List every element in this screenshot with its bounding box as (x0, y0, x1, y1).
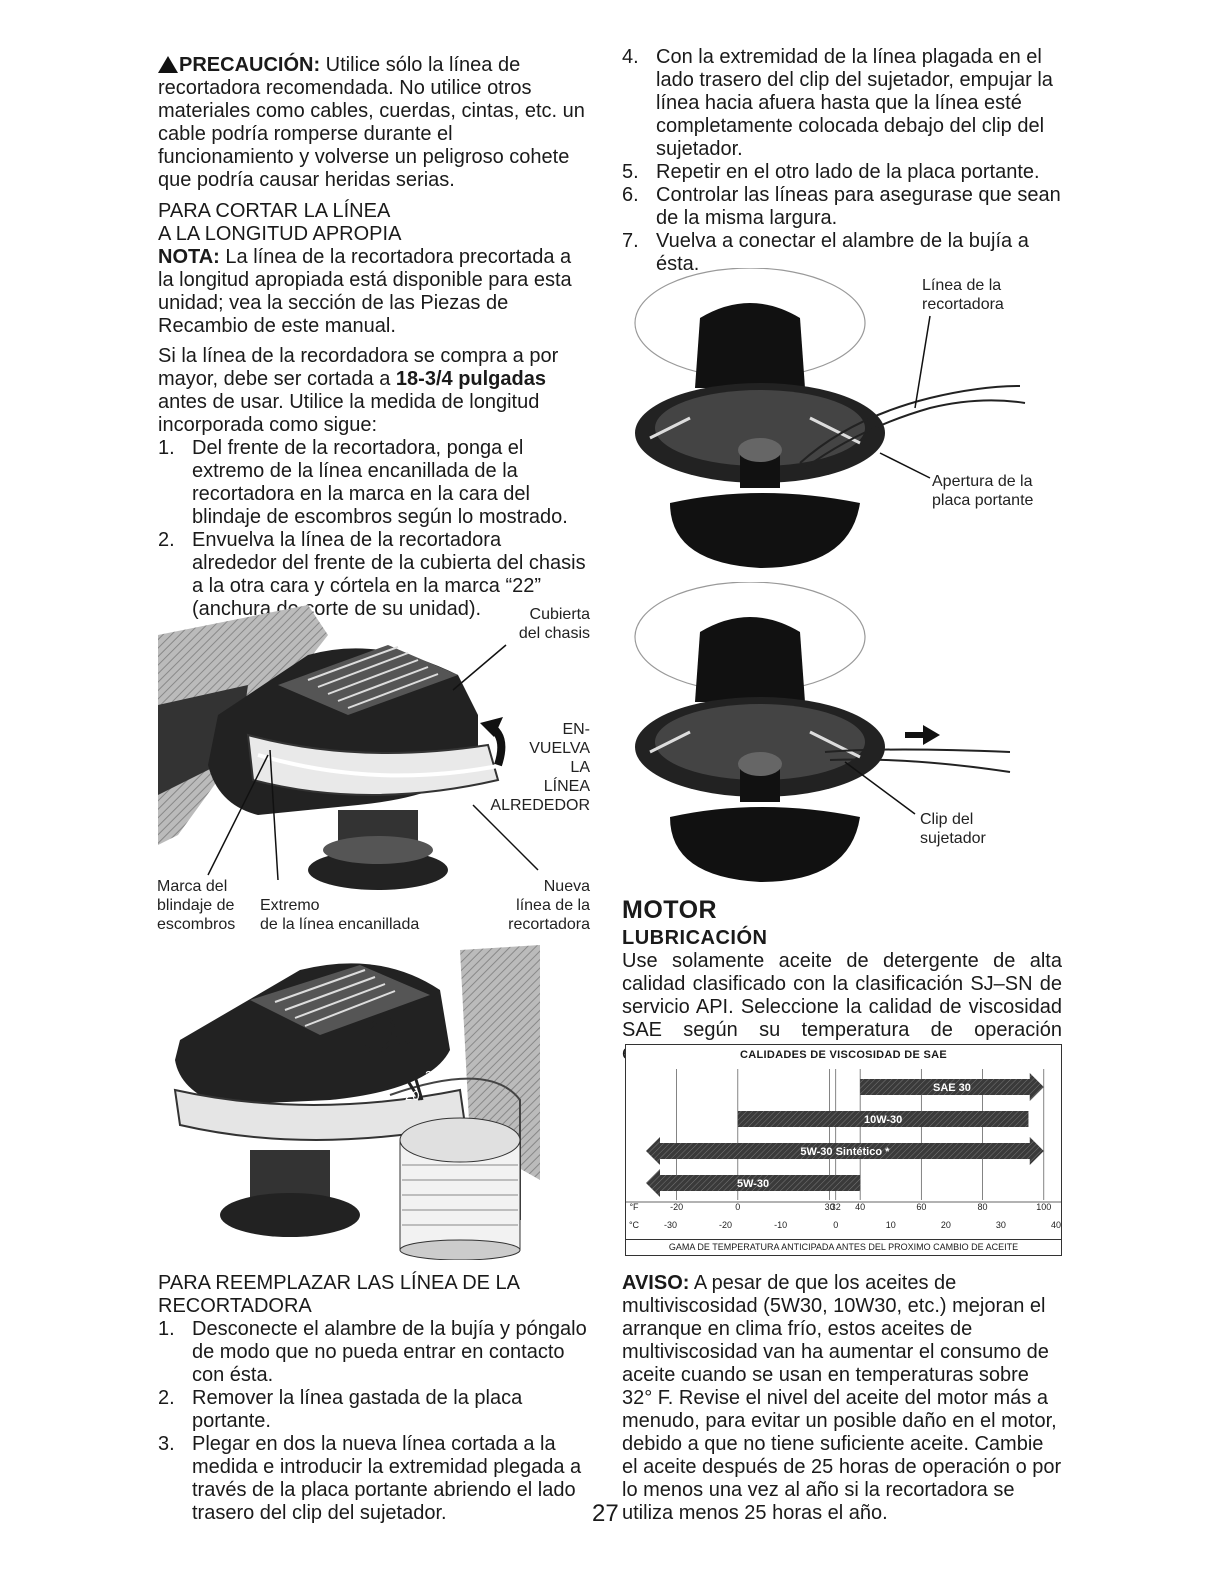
right-column-top: 4.Con la extremidad de la línea plagada … (622, 46, 1062, 276)
aviso-section: AVISO: A pesar de que los aceites de mul… (622, 1272, 1062, 1525)
mark-22: 22 (425, 1068, 439, 1083)
cut-heading-1: PARA CORTAR LA LÍNEA (158, 200, 391, 222)
label-linea-recortadora: Línea de la recortadora (922, 277, 1004, 313)
note-label: NOTA: (158, 246, 220, 268)
tick-f: 30 (825, 1202, 835, 1212)
aviso-paragraph: AVISO: A pesar de que los aceites de mul… (622, 1272, 1062, 1525)
viscosity-bar (646, 1137, 1044, 1165)
left-column-top: PRECAUCIÓN: Utilice sólo la línea de rec… (158, 54, 588, 621)
caution-text: Utilice sólo la línea de recortadora rec… (158, 54, 585, 191)
list-item: 3.Plegar en dos la nueva línea cortada a… (158, 1433, 582, 1524)
viscosity-bar (860, 1073, 1044, 1101)
label-marca: Marca del blindaje de escombros (157, 878, 236, 933)
replace-steps: 1.Desconecte el alambre de la bujía y pó… (158, 1318, 588, 1525)
bar-label: 5W-30 Sintético * (800, 1146, 890, 1158)
list-item: 7.Vuelva a conectar el alambre de la buj… (622, 230, 1029, 275)
viscosity-bar (737, 1111, 1029, 1127)
replace-heading: PARA REEMPLAZAR LAS LÍNEA DE LA RECORTAD… (158, 1272, 519, 1317)
viscosity-bars: SAE 30 10W-30 5W-30 Sintético * 5W-30 °F °C -2… (626, 1069, 1061, 1230)
tick-c: 20 (941, 1220, 951, 1230)
cut-steps: 1.Del frente de la recortadora, ponga el… (158, 437, 588, 621)
note-paragraph: NOTA: La línea de la recortadora precort… (158, 246, 588, 338)
note-text: La línea de la recortadora precortada a … (158, 246, 572, 337)
label-envuelva: EN- VUELVA LA LÍNEA ALREDEDOR (490, 721, 590, 814)
motor-title: MOTOR (622, 896, 718, 924)
tick-f: -20 (670, 1202, 683, 1212)
left-column-bottom: PARA REEMPLAZAR LAS LÍNEA DE LA RECORTAD… (158, 1272, 588, 1525)
chart-title: CALIDADES DE VISCOSIDAD DE SAE (739, 1049, 948, 1061)
tick-c: -20 (719, 1220, 732, 1230)
aviso-text: A pesar de que los aceites de multivisco… (622, 1272, 1062, 1524)
bar-label: 5W-30 (737, 1178, 769, 1190)
bulk-length: 18-3/4 pulgadas (395, 368, 546, 390)
tick-f: 100 (1036, 1202, 1051, 1212)
viscosity-bar (646, 1169, 861, 1197)
tick-f: 60 (916, 1202, 926, 1212)
replace-steps-continued: 4.Con la extremidad de la línea plagada … (622, 46, 1062, 276)
label-nueva: Nueva línea de la recortadora (508, 878, 590, 933)
arrow-right-icon (905, 725, 940, 745)
figure-wrap-line (158, 605, 539, 890)
unit-f: °F (629, 1202, 639, 1212)
aviso-label: AVISO: (622, 1272, 690, 1294)
list-item: 6.Controlar las líneas para asegurase qu… (622, 184, 1061, 229)
tick-c: -10 (774, 1220, 787, 1230)
caution-label: PRECAUCIÓN: (179, 54, 321, 76)
bulk-text-b: antes de usar. Utilice la medida de long… (158, 391, 540, 436)
label-cubierta: Cubierta del chasis (518, 606, 590, 642)
list-item: 4.Con la extremidad de la línea plagada … (622, 46, 1053, 160)
bar-label: SAE 30 (933, 1082, 971, 1094)
label-clip: Clip del sujetador (920, 811, 986, 847)
motor-section: MOTOR LUBRICACIÓN Use solamente aceite d… (622, 896, 1062, 1065)
lubrication-title: LUBRICACIÓN (622, 927, 768, 949)
caution-paragraph: PRECAUCIÓN: Utilice sólo la línea de rec… (158, 54, 588, 192)
bar-label: 10W-30 (864, 1114, 902, 1126)
list-item: 2.Remover la línea gastada de la placa p… (158, 1387, 523, 1432)
tick-c: -30 (664, 1220, 677, 1230)
list-item: 5.Repetir en el otro lado de la placa po… (622, 161, 1040, 183)
bulk-text-a: Si la línea de la recordadora se compra … (158, 345, 559, 390)
chart-footer: GAMA DE TEMPERATURA ANTICIPADA ANTES DEL… (626, 1239, 1061, 1255)
list-item: 1.Del frente de la recortadora, ponga el… (158, 437, 568, 528)
warning-icon (158, 56, 178, 73)
figure-spool-clip (634, 582, 1011, 882)
tick-c: 10 (886, 1220, 896, 1230)
lubrication-text: Use solamente aceite de detergente de al… (622, 950, 1062, 1064)
label-apertura: Apertura de la placa portante (932, 473, 1034, 509)
tick-c: 30 (996, 1220, 1006, 1230)
tick-f: 0 (735, 1202, 740, 1212)
bulk-paragraph: Si la línea de la recordadora se compra … (158, 345, 588, 437)
figure-spool-threaded (634, 268, 1026, 568)
cut-heading-2: A LA LONGITUD APROPIA (158, 223, 402, 245)
tick-f: 32 (831, 1202, 841, 1212)
tick-f: 40 (855, 1202, 865, 1212)
tick-f: 80 (978, 1202, 988, 1212)
unit-c: °C (629, 1220, 640, 1230)
tick-c: 0 (833, 1220, 838, 1230)
page-number: 27 (592, 1500, 619, 1527)
mark-20: 20 (405, 1088, 419, 1103)
list-item: 1.Desconecte el alambre de la bujía y pó… (158, 1318, 587, 1386)
tick-c: 40 (1051, 1220, 1061, 1230)
figure-cut-line: 22 20 (173, 945, 540, 1260)
label-extremo: Extremo de la línea encanillada (260, 897, 420, 933)
viscosity-chart: CALIDADES DE VISCOSIDAD DE SAE SAE 30 10W… (625, 1044, 1062, 1256)
